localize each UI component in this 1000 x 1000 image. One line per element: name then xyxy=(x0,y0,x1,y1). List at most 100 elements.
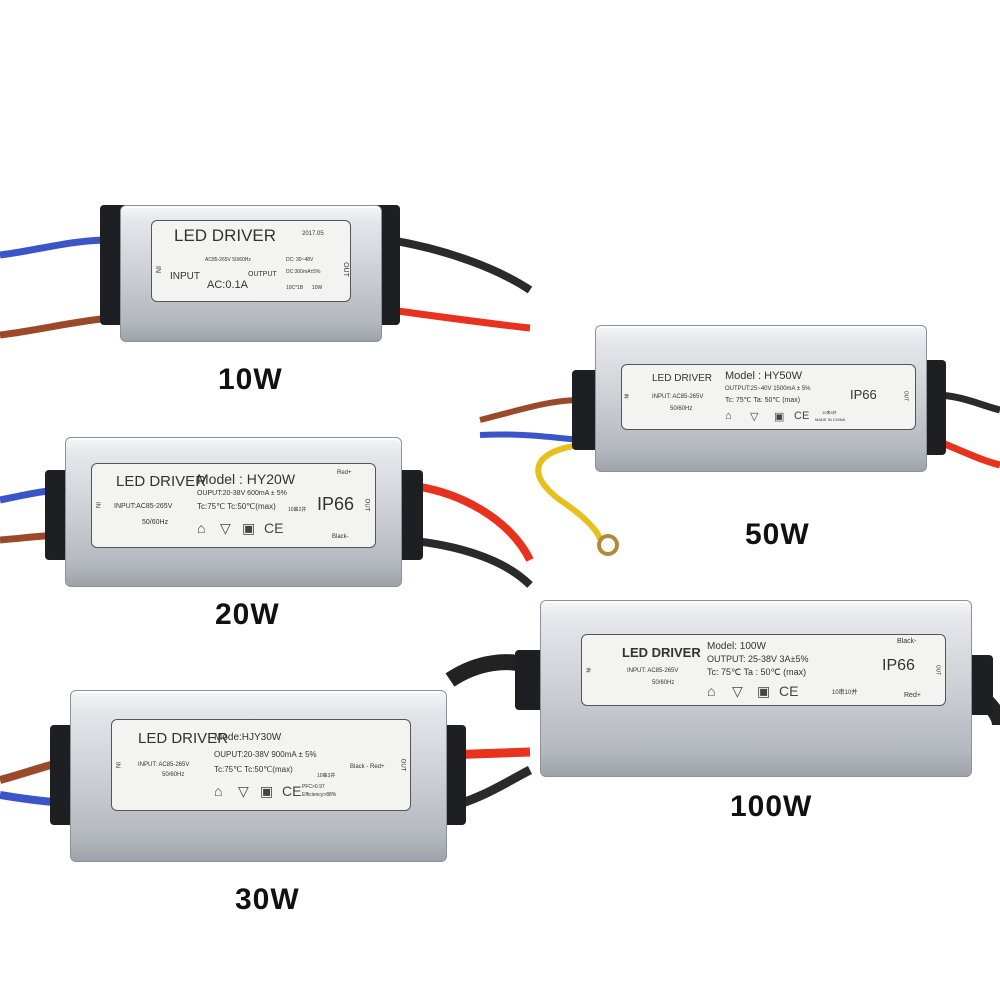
output-current: DC:300mA±5% xyxy=(286,269,321,275)
input: INPUT: AC85-265V xyxy=(652,394,704,400)
spec-label: LED DRIVER 2017.05 IN OUT INPUT AC85-265… xyxy=(151,220,351,302)
out-label: OUT xyxy=(363,498,370,512)
pfc: PFC>0.97 xyxy=(302,784,325,790)
brown-wire xyxy=(479,397,581,423)
title: LED DRIVER xyxy=(174,226,277,245)
driver-30w: LED DRIVER Mode:HJY30W OUPUT:20-38V 900m… xyxy=(70,690,447,862)
power: 10W xyxy=(312,285,323,291)
driver-20w: LED DRIVER Model : HY20W OUPUT:20-38V 60… xyxy=(65,437,402,587)
input: INPUT: AC85-265V xyxy=(627,668,679,674)
black-label: Black- xyxy=(332,534,349,540)
driver-50w: LED DRIVER Model : HY50W OUTPUT:25~40V 1… xyxy=(595,325,927,472)
in-label: IN xyxy=(584,667,591,673)
model: Model : HY20W xyxy=(197,471,296,487)
indoor-icon: ⌂ xyxy=(707,683,716,699)
out-label: OUT xyxy=(341,262,349,277)
blue-wire xyxy=(479,431,581,443)
ce-icon: CE xyxy=(282,783,302,799)
made-in: MADE IN CHINA xyxy=(815,417,846,422)
temps: Tc:75℃ Tc:50℃(max) xyxy=(197,502,276,511)
output-voltage: DC: 30~48V xyxy=(286,257,314,263)
ring-terminal xyxy=(597,534,619,556)
output: OUPUT:20-38V 900mA ± 5% xyxy=(214,750,317,759)
class2-icon: ▣ xyxy=(774,411,785,423)
red-wire xyxy=(389,306,531,332)
f-mark-icon: ▽ xyxy=(220,520,231,536)
wattage-label: 50W xyxy=(745,518,810,551)
output: OUPUT:20-38V 600mA ± 5% xyxy=(197,490,287,497)
series: 10串2并 xyxy=(288,507,307,513)
out-label: OUT xyxy=(902,390,909,402)
driver-10w: LED DRIVER 2017.05 IN OUT INPUT AC85-265… xyxy=(120,205,382,342)
ce-icon: CE xyxy=(264,520,284,536)
temps: Tc: 75℃ Ta: 50℃ (max) xyxy=(725,397,801,404)
f-mark-icon: ▽ xyxy=(238,783,249,799)
driver-100w: LED DRIVER Model: 100W OUTPUT: 25-38V 3A… xyxy=(540,600,972,777)
title: LED DRIVER xyxy=(652,373,713,384)
indoor-icon: ⌂ xyxy=(214,783,223,799)
input: INPUT: AC85-265V xyxy=(138,762,190,768)
freq: 50/60Hz xyxy=(162,772,185,778)
indoor-icon: ⌂ xyxy=(197,520,206,536)
brown-wire xyxy=(0,314,111,339)
black-cable xyxy=(445,654,528,687)
wattage-label: 20W xyxy=(215,598,280,631)
ce-icon: CE xyxy=(779,683,799,699)
efficiency: Efficiency>88% xyxy=(302,792,337,798)
input-current: AC:0.1A xyxy=(207,279,248,291)
output: OUTPUT: 25-38V 3A±5% xyxy=(707,654,809,664)
red-wire xyxy=(404,481,534,562)
black-wire xyxy=(404,536,533,588)
series: 10C*1B xyxy=(286,285,304,291)
indoor-icon: ⌂ xyxy=(725,410,732,422)
ip-rating: IP66 xyxy=(850,387,877,402)
series: 10串10并 xyxy=(832,690,858,696)
wattage-label: 10W xyxy=(218,363,283,396)
out-label: OUT xyxy=(399,758,406,772)
black-red-label: Black - Red+ xyxy=(350,764,385,770)
model: Mode:HJY30W xyxy=(214,732,282,743)
out-label: OUT xyxy=(934,664,941,676)
red-label: Red+ xyxy=(337,470,352,476)
black-label: Black- xyxy=(897,638,917,645)
temps: Tc: 75℃ Ta : 50℃ (max) xyxy=(707,667,807,677)
spec-label: LED DRIVER Model : HY20W OUPUT:20-38V 60… xyxy=(91,463,376,548)
ce-icon: CE xyxy=(794,410,810,422)
red-label: Red+ xyxy=(904,692,921,699)
ip-rating: IP66 xyxy=(882,657,915,674)
spec-label: LED DRIVER Model: 100W OUTPUT: 25-38V 3A… xyxy=(581,634,946,706)
in-label: IN xyxy=(154,266,161,273)
in-label: IN xyxy=(114,762,120,768)
spec-label: LED DRIVER Mode:HJY30W OUPUT:20-38V 900m… xyxy=(111,719,411,811)
input-label: INPUT xyxy=(170,271,200,282)
in-label: IN xyxy=(622,393,629,399)
model: Model: 100W xyxy=(707,641,766,652)
freq: 50/60Hz xyxy=(652,680,675,686)
temps: Tc:75℃ Tc:50℃(max) xyxy=(214,765,293,774)
class2-icon: ▣ xyxy=(242,520,256,536)
model: Model : HY50W xyxy=(725,370,803,382)
f-mark-icon: ▽ xyxy=(732,683,743,699)
in-label: IN xyxy=(94,502,100,508)
input-spec: AC85-265V 50/60Hz xyxy=(205,257,251,263)
freq: 50/60Hz xyxy=(670,406,693,412)
class2-icon: ▣ xyxy=(757,683,771,699)
title: LED DRIVER xyxy=(622,645,701,660)
date: 2017.05 xyxy=(302,231,324,237)
f-mark-icon: ▽ xyxy=(750,411,759,423)
blue-wire xyxy=(0,236,111,259)
input: INPUT:AC85-265V xyxy=(114,503,173,510)
wattage-label: 30W xyxy=(235,883,300,916)
output-label: OUTPUT xyxy=(248,271,277,278)
title: LED DRIVER xyxy=(116,473,207,490)
spec-label: LED DRIVER Model : HY50W OUTPUT:25~40V 1… xyxy=(621,364,916,430)
output: OUTPUT:25~40V 1500mA ± 5% xyxy=(725,386,811,392)
ip-rating: IP66 xyxy=(317,494,355,514)
series: 10串5并 xyxy=(822,410,837,415)
black-wire xyxy=(389,236,533,294)
freq: 50/60Hz xyxy=(142,519,169,526)
class2-icon: ▣ xyxy=(260,783,274,799)
yellow-wire xyxy=(535,442,603,541)
title: LED DRIVER xyxy=(138,730,229,747)
series: 10串3并 xyxy=(317,773,336,779)
